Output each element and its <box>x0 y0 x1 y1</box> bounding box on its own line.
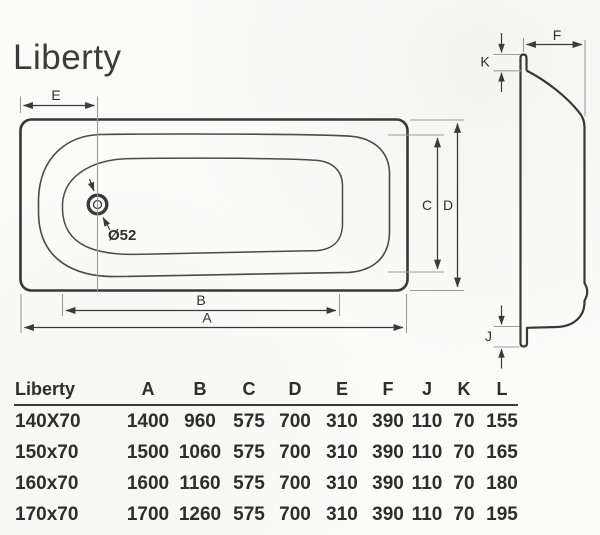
value-a: 1400 <box>126 410 170 432</box>
value-e: 310 <box>326 503 358 525</box>
value-e: 310 <box>326 472 358 494</box>
value-j: 110 <box>411 441 443 463</box>
tub-outer-outline <box>19 118 409 292</box>
value-e: 310 <box>326 441 358 463</box>
tub-floor-contour <box>61 157 344 256</box>
value-c: 575 <box>233 503 265 525</box>
dimension-c: C <box>388 134 444 273</box>
table-header-col-d: D <box>288 378 302 399</box>
value-l: 155 <box>486 410 518 432</box>
model-name: 140X70 <box>15 410 81 432</box>
table-header-row: Liberty A B C D E F J K L <box>14 378 534 400</box>
table-header-col-l: L <box>496 378 508 399</box>
table-row: 170x70 1700 1260 575 700 310 390 110 70 … <box>14 499 534 530</box>
dim-label-d: D <box>443 197 453 213</box>
value-f: 390 <box>372 410 404 432</box>
dimension-d: D <box>410 119 464 292</box>
value-b: 1260 <box>178 503 222 525</box>
value-b: 960 <box>184 410 216 432</box>
drain-diameter-label: Ø52 <box>108 227 136 244</box>
dimension-f: F <box>522 27 586 116</box>
dimension-a: A <box>20 294 408 333</box>
dim-label-c: C <box>422 197 432 213</box>
top-view: Ø52 E C D <box>19 87 464 333</box>
table-header-col-f: F <box>382 378 394 399</box>
bathtub-drawing: Ø52 E C D <box>19 27 589 369</box>
drain-arrow-top <box>87 178 95 192</box>
value-j: 110 <box>411 503 443 525</box>
model-name: 170x70 <box>15 503 79 525</box>
value-a: 1700 <box>126 503 170 525</box>
value-l: 195 <box>486 503 518 525</box>
value-f: 390 <box>372 472 404 494</box>
value-e: 310 <box>326 410 358 432</box>
drain-leader-line <box>102 217 111 231</box>
table-header-model: Liberty <box>15 378 76 399</box>
table-header-col-b: B <box>193 378 207 399</box>
value-d: 700 <box>279 441 311 463</box>
table-header-col-a: A <box>141 378 155 399</box>
table-header-col-c: C <box>242 378 256 399</box>
dimension-j: J <box>485 305 520 369</box>
dim-label-e: E <box>51 87 60 103</box>
drain-hole: Ø52 <box>86 178 136 244</box>
dimension-e: E <box>19 87 99 291</box>
value-d: 700 <box>279 410 311 432</box>
table-header-rule <box>14 404 518 406</box>
value-k: 70 <box>453 472 475 494</box>
dim-label-k: K <box>480 54 490 70</box>
tub-rim-contour <box>37 133 391 278</box>
dimension-k: K <box>480 33 521 92</box>
value-l: 165 <box>486 441 518 463</box>
value-j: 110 <box>411 472 443 494</box>
dim-label-b: B <box>196 292 205 308</box>
value-k: 70 <box>453 410 475 432</box>
value-c: 575 <box>233 472 265 494</box>
dimension-b: B <box>61 292 341 316</box>
side-view: F K J <box>480 27 589 369</box>
table-header-col-j: J <box>421 378 432 399</box>
dim-label-j: J <box>485 328 492 344</box>
table-row: 160x70 1600 1160 575 700 310 390 110 70 … <box>14 468 534 499</box>
value-a: 1600 <box>126 472 170 494</box>
tub-profile-outline <box>519 53 589 348</box>
value-d: 700 <box>279 503 311 525</box>
value-c: 575 <box>233 441 265 463</box>
table-header-col-e: E <box>335 378 348 399</box>
value-k: 70 <box>453 441 475 463</box>
dim-label-f: F <box>553 27 562 43</box>
table-row: 140X70 1400 960 575 700 310 390 110 70 1… <box>14 406 534 437</box>
model-name: 160x70 <box>15 472 79 494</box>
value-f: 390 <box>372 503 404 525</box>
value-j: 110 <box>411 410 443 432</box>
dim-label-a: A <box>202 310 212 326</box>
table-row: 150x70 1500 1060 575 700 310 390 110 70 … <box>14 437 534 468</box>
value-c: 575 <box>233 410 265 432</box>
value-b: 1160 <box>179 472 221 494</box>
value-l: 180 <box>486 472 518 494</box>
spec-table: Liberty A B C D E F J K L 140X70 1400 96… <box>14 378 534 530</box>
value-a: 1500 <box>126 441 170 463</box>
value-k: 70 <box>453 503 475 525</box>
table-header-col-k: K <box>457 378 471 399</box>
value-f: 390 <box>372 441 404 463</box>
page-title: Liberty <box>13 38 122 77</box>
model-name: 150x70 <box>15 441 79 463</box>
value-d: 700 <box>279 472 311 494</box>
value-b: 1060 <box>178 441 222 463</box>
